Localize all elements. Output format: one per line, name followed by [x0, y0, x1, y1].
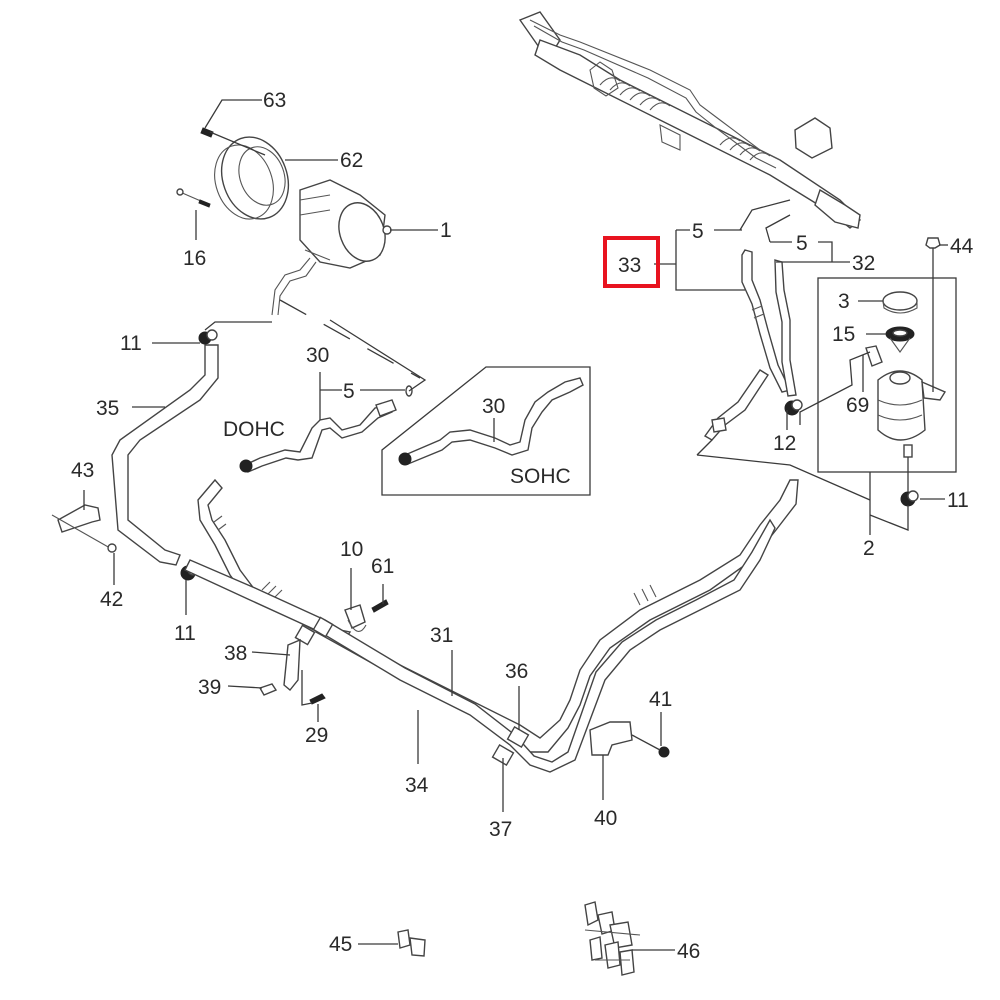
bolt-16: [176, 188, 211, 208]
callout-30-dohc[interactable]: 30: [306, 344, 329, 367]
bracket-43: [51, 504, 111, 549]
callout-5-a[interactable]: 5: [692, 220, 704, 243]
bolt-42: [107, 543, 117, 553]
bolt-61: [371, 599, 389, 613]
fitting-69: [865, 345, 883, 367]
callout-38[interactable]: 38: [224, 642, 247, 665]
hose-33[interactable]: [741, 249, 797, 397]
callout-46[interactable]: 46: [677, 940, 700, 963]
sleeve-34-left: [294, 616, 334, 646]
highlight-box-33: [603, 236, 660, 288]
sohc-inset-box: [381, 366, 591, 496]
reservoir-cap-3[interactable]: [882, 291, 918, 314]
callout-44[interactable]: 44: [950, 235, 974, 258]
reservoir-tank[interactable]: [877, 370, 947, 458]
callout-39[interactable]: 39: [198, 676, 221, 699]
bolt-29: [309, 693, 326, 705]
callout-69[interactable]: 69: [846, 394, 869, 417]
callout-36[interactable]: 36: [505, 660, 528, 683]
callout-63[interactable]: 63: [263, 89, 286, 112]
steering-gear-assembly[interactable]: [518, 11, 862, 229]
callout-29[interactable]: 29: [305, 724, 328, 747]
pipe-30-dohc[interactable]: [239, 399, 397, 473]
power-steering-pump[interactable]: [205, 128, 393, 269]
leader-lines: [83, 99, 948, 951]
clip-10: [344, 604, 367, 632]
bolt-39: [258, 683, 278, 696]
sleeve-36: [506, 725, 530, 749]
bolt-41: [658, 746, 670, 758]
callout-30-sohc[interactable]: 30: [482, 395, 505, 418]
pump-outlet-pipe: [271, 257, 311, 316]
callout-61[interactable]: 61: [371, 555, 394, 578]
callout-2[interactable]: 2: [863, 537, 875, 560]
callout-32[interactable]: 32: [852, 252, 875, 275]
callout-41[interactable]: 41: [649, 688, 672, 711]
bracket-40: [589, 721, 633, 756]
callout-34[interactable]: 34: [405, 774, 429, 797]
callout-45[interactable]: 45: [329, 933, 352, 956]
callout-62[interactable]: 62: [340, 149, 363, 172]
callout-31[interactable]: 31: [430, 624, 453, 647]
bolt-44: [925, 237, 941, 392]
clamp-12: [784, 399, 803, 416]
bolt-63: [200, 127, 266, 156]
callout-16[interactable]: 16: [183, 247, 206, 270]
callout-11-lower[interactable]: 11: [174, 622, 196, 645]
reservoir-box: [817, 277, 957, 473]
callout-35[interactable]: 35: [96, 397, 119, 420]
pipe-31[interactable]: [315, 479, 799, 753]
hose-35[interactable]: [111, 344, 219, 566]
callout-1[interactable]: 1: [440, 219, 452, 242]
sohc-label: SOHC: [510, 465, 571, 488]
callout-12[interactable]: 12: [773, 432, 796, 455]
callout-40[interactable]: 40: [594, 807, 617, 830]
callout-5-dohc[interactable]: 5: [343, 380, 355, 403]
hose-return-lower[interactable]: [703, 369, 769, 441]
callout-43[interactable]: 43: [71, 459, 94, 482]
callout-10[interactable]: 10: [340, 538, 363, 561]
bracket-38: [283, 638, 301, 691]
callout-15[interactable]: 15: [832, 323, 855, 346]
sleeve-37: [491, 743, 515, 767]
clip-set-46: [584, 901, 641, 976]
strainer-15: [885, 326, 915, 353]
callout-3[interactable]: 3: [838, 290, 850, 313]
clamp-11-reservoir: [900, 490, 919, 507]
clamp-11-upper: [198, 329, 218, 345]
callout-11-reservoir[interactable]: 11: [947, 489, 969, 512]
clip-45: [397, 929, 426, 957]
hose-return-upper[interactable]: [197, 478, 352, 641]
callout-11-upper[interactable]: 11: [120, 332, 142, 355]
pipe-34[interactable]: [184, 518, 776, 773]
callout-37[interactable]: 37: [489, 818, 512, 841]
callout-5-b[interactable]: 5: [796, 232, 808, 255]
dohc-label: DOHC: [223, 418, 285, 441]
callout-labels: 63 62 1 16 11 35 43 42 11 30 5 DOHC 30 S…: [71, 89, 974, 963]
callout-33[interactable]: 33: [618, 254, 641, 277]
callout-42[interactable]: 42: [100, 588, 123, 611]
